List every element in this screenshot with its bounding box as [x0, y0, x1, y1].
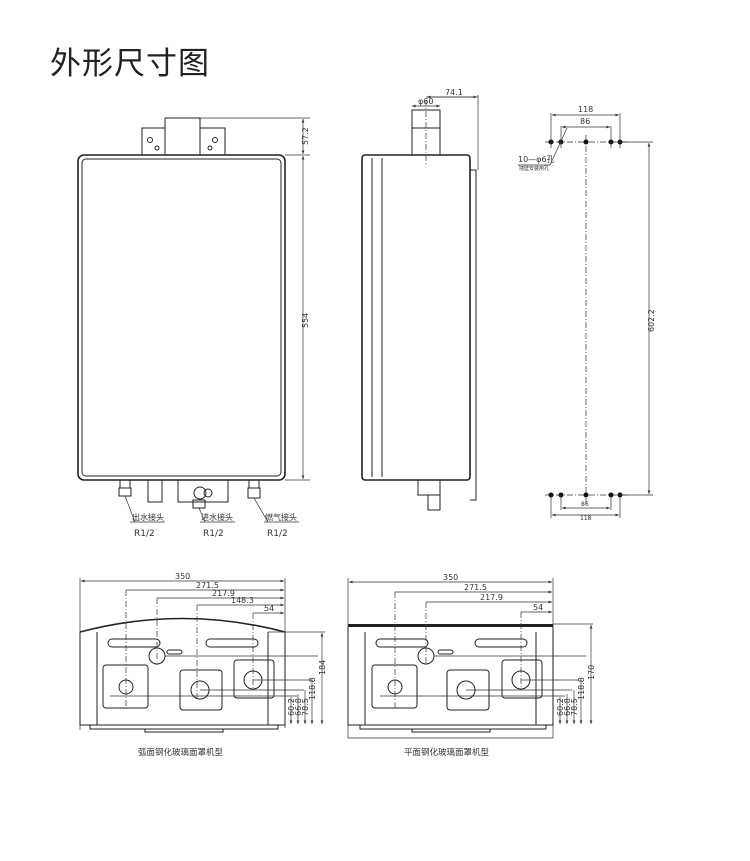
dim-h-54: 54 — [533, 603, 543, 612]
dim-bottom-inner: 86 — [581, 501, 589, 508]
fitting-size-outlet: R1/2 — [134, 529, 155, 539]
dim-inner-width: 86 — [580, 117, 590, 126]
bottom-view-curved: 350 271.5 217.9 148.3 54 60.2 66.8 78.5 — [79, 572, 327, 758]
dim-outer-width: 118 — [578, 105, 593, 114]
dim-v-118: 118.8 — [308, 677, 317, 700]
dim-h-271: 271.5 — [464, 583, 487, 592]
fitting-label-outlet: 出水接头 — [132, 512, 164, 522]
bottom-view-flat: 350 271.5 217.9 54 60.2 66.8 78.5 118.8 … — [347, 573, 596, 758]
caption-flat: 平面钢化玻璃面罩机型 — [404, 747, 490, 758]
dim-h-217: 217.9 — [212, 589, 235, 598]
dim-v-60: 60.2 — [287, 698, 296, 716]
dim-v-60: 60.2 — [556, 698, 565, 716]
dim-h-217: 217.9 — [480, 593, 503, 602]
caption-curved: 弧面钢化玻璃面罩机型 — [138, 747, 224, 758]
dim-h-54: 54 — [264, 604, 274, 613]
mounting-view: 118 86 10—φ6孔 墙壁安装用孔 602.2 86 118 — [518, 105, 656, 522]
dim-v-66: 66.8 — [294, 698, 303, 716]
front-view: 出水接头 R1/2 进水接头 R1/2 燃气接头 R1/2 57.2 554 — [77, 117, 310, 539]
hole-note: 10—φ6孔 — [518, 155, 555, 164]
dim-v-184: 184 — [318, 660, 327, 675]
hole-subnote: 墙壁安装用孔 — [519, 165, 549, 172]
dim-flue-offset: 74.1 — [445, 88, 463, 97]
fitting-size-gas: R1/2 — [267, 529, 288, 539]
dim-vertical: 602.2 — [647, 309, 656, 332]
page-title: 外形尺寸图 — [50, 46, 210, 82]
fitting-size-inlet: R1/2 — [203, 529, 224, 539]
side-view: 74.1 φ60 — [361, 88, 479, 511]
fitting-label-gas: 燃气接头 — [265, 512, 297, 522]
dim-h-350: 350 — [175, 572, 190, 581]
dim-v-170: 170 — [587, 665, 596, 680]
dim-v-66: 66.8 — [563, 698, 572, 716]
dim-h-271: 271.5 — [196, 581, 219, 590]
dim-height: 554 — [301, 313, 310, 328]
dim-v-118: 118.8 — [577, 677, 586, 700]
dim-bottom-outer: 118 — [580, 515, 592, 522]
dim-top-bracket: 57.2 — [301, 127, 310, 145]
dim-h-148: 148.3 — [231, 596, 254, 605]
dim-v-78: 78.5 — [301, 698, 310, 716]
dim-v-78: 78.5 — [570, 698, 579, 716]
dim-flue-diameter: φ60 — [418, 97, 433, 106]
dim-h-350: 350 — [443, 573, 458, 582]
mounting-holes — [548, 139, 623, 498]
fitting-label-inlet: 进水接头 — [201, 512, 233, 522]
